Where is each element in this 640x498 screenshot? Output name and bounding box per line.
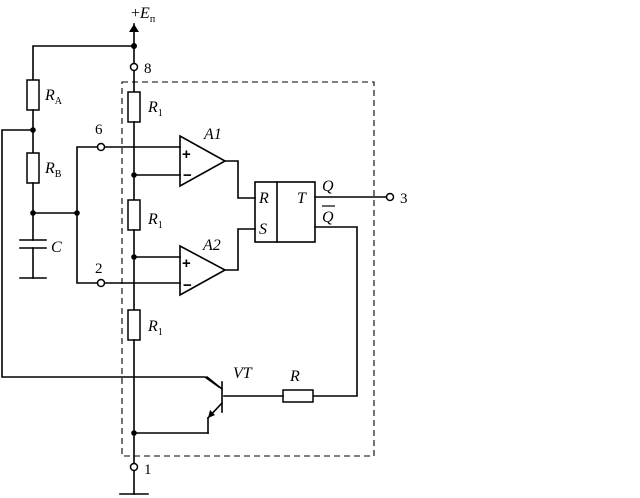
r1-middle-label: R1	[147, 211, 163, 231]
resistor-ra	[26, 79, 40, 111]
pin-2-number: 2	[95, 261, 103, 277]
pin-6-number: 6	[95, 122, 103, 138]
resistor-r1-top	[127, 91, 141, 123]
wire-a2-to-s	[224, 228, 256, 271]
flipflop-r-input: R	[258, 190, 269, 207]
wire-supply-to-ra	[32, 45, 135, 81]
pin-8-number: 8	[144, 61, 152, 77]
a2-minus-sign: −	[183, 277, 192, 294]
resistor-r-base	[282, 389, 314, 403]
wire-qbar-to-r	[312, 226, 358, 397]
pin-2-terminal	[96, 278, 106, 288]
ra-label: RA	[44, 87, 63, 107]
r1-bottom-label: R1	[147, 318, 163, 338]
c-label: C	[51, 239, 62, 256]
comparator-a1	[179, 134, 227, 188]
pin-1-terminal	[129, 462, 139, 472]
rb-label: RB	[44, 160, 62, 180]
flipflop-s-input: S	[259, 221, 267, 238]
pin-6-terminal	[96, 142, 106, 152]
qbar-label: Q	[322, 209, 334, 226]
flipflop-type: T	[297, 190, 307, 207]
a1-minus-sign: −	[183, 167, 192, 184]
a1-label: A1	[203, 126, 222, 143]
wire-discharge	[1, 129, 221, 389]
supply-label: +Eп	[131, 5, 156, 25]
a2-plus-sign: +	[182, 255, 191, 272]
ic-boundary	[121, 81, 375, 457]
transistor-vt	[205, 375, 224, 434]
resistor-rb	[26, 152, 40, 184]
wire-a1-to-r	[224, 160, 256, 199]
pin-3-number: 3	[400, 191, 408, 207]
pin-8-terminal	[129, 62, 139, 72]
a1-plus-sign: +	[182, 146, 191, 163]
pin-3-terminal	[385, 192, 395, 202]
a2-label: A2	[202, 237, 221, 254]
vt-label: VT	[233, 365, 253, 382]
resistor-r1-bottom	[127, 309, 141, 341]
r-base-label: R	[289, 368, 300, 385]
capacitor-c	[19, 239, 47, 249]
comparator-a2	[179, 244, 227, 297]
flipflop-block	[254, 181, 316, 243]
q-label: Q	[322, 178, 334, 195]
r1-top-label: R1	[147, 99, 163, 119]
resistor-r1-middle	[127, 199, 141, 231]
supply-arrow	[129, 23, 139, 47]
pin-1-number: 1	[144, 462, 152, 478]
